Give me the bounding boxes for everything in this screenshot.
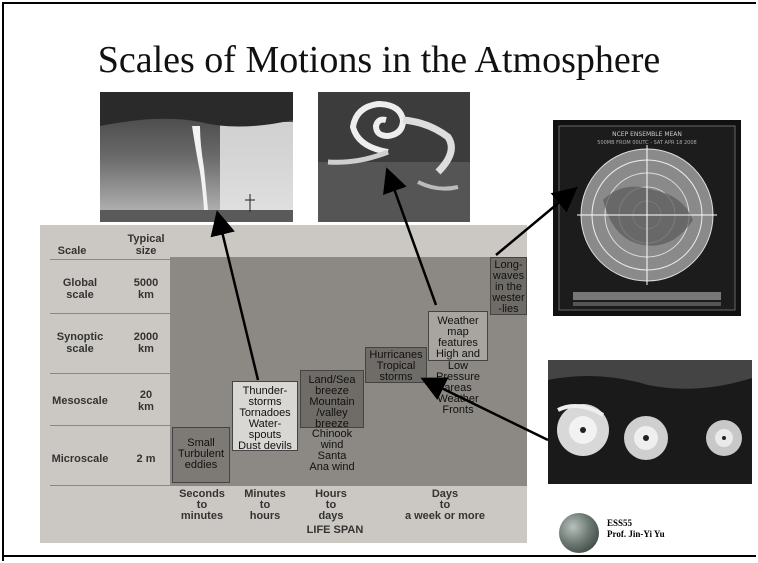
credit-course: ESS55 — [607, 518, 665, 529]
globe-icon — [559, 513, 599, 553]
credit-text: ESS55 Prof. Jin-Yi Yu — [607, 518, 665, 540]
arrow-to-cyclone — [388, 172, 436, 305]
arrow-to-tornado — [218, 215, 258, 380]
credit-badge: ESS55 Prof. Jin-Yi Yu — [559, 513, 719, 553]
arrow-to-hemispheric-map — [496, 190, 574, 255]
arrow-to-hurricanes — [425, 380, 548, 440]
credit-author: Prof. Jin-Yi Yu — [607, 529, 665, 540]
